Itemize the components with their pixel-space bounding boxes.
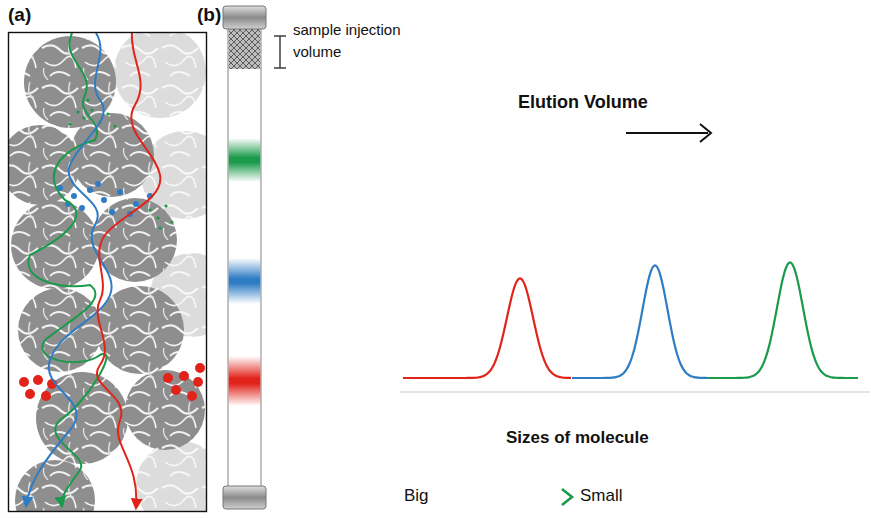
axis-title: Elution Volume (518, 92, 648, 114)
panel-letter: (b) (197, 4, 221, 27)
flow-paths (26, 33, 160, 508)
axis-line (400, 391, 870, 392)
elution-arrow (626, 124, 711, 142)
gel-beads (9, 33, 206, 511)
scale-end-label: Small (580, 486, 623, 506)
volume-bracket (274, 36, 286, 68)
panel-frame (9, 33, 207, 512)
annotation-text: sample injection volume (293, 19, 411, 63)
legend-title: Sizes of molecule (506, 428, 649, 448)
scale-end-label: Big (404, 486, 429, 506)
panel-letter: (a) (8, 4, 31, 27)
size-arrow (442, 489, 572, 505)
chromatogram-peaks (403, 262, 858, 378)
column (223, 6, 266, 509)
